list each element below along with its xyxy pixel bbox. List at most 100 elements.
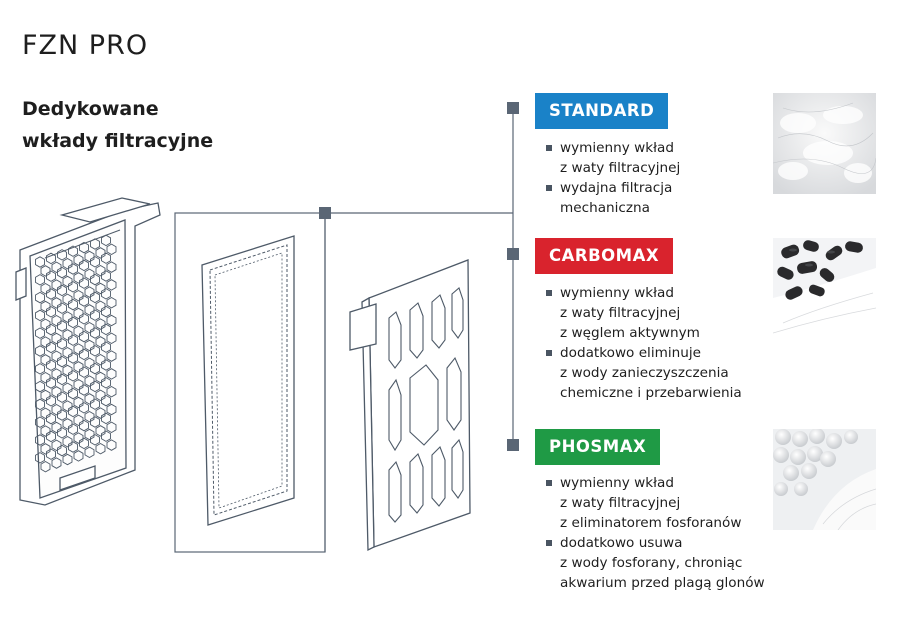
honeycomb-cell bbox=[68, 423, 78, 435]
honeycomb-cell bbox=[106, 350, 117, 362]
honeycomb-cell bbox=[68, 334, 78, 346]
honeycomb-cell bbox=[35, 309, 45, 322]
honeycomb-cell bbox=[95, 371, 106, 384]
honeycomb-cell bbox=[106, 368, 117, 380]
honeycomb-cell bbox=[35, 291, 45, 304]
activated-carbon-photo bbox=[773, 238, 876, 339]
honeycomb-cell bbox=[68, 281, 78, 293]
honeycomb-cell bbox=[35, 380, 45, 393]
honeycomb-cell bbox=[35, 398, 45, 411]
honeycomb-cell bbox=[95, 282, 106, 295]
honeycomb-cell bbox=[40, 460, 51, 473]
honeycomb-cell bbox=[51, 457, 62, 469]
honeycomb-cell bbox=[57, 355, 67, 368]
honeycomb-cell bbox=[46, 412, 56, 425]
honeycomb-cell bbox=[106, 279, 117, 291]
honeycomb-cell bbox=[62, 275, 73, 288]
honeycomb-cell bbox=[95, 318, 106, 330]
honeycomb-cell bbox=[73, 378, 84, 391]
honeycomb-cell bbox=[62, 453, 73, 466]
bullet-line: z waty filtracyjnej bbox=[560, 495, 681, 511]
bullet-line: wymienny wkład bbox=[560, 285, 674, 301]
honeycomb-cell bbox=[84, 339, 95, 352]
honeycomb-cell bbox=[106, 332, 117, 345]
filter-pad-drawing bbox=[201, 235, 295, 526]
honeycomb-cell bbox=[40, 354, 51, 366]
subtitle-line-2: wkłady filtracyjne bbox=[22, 130, 214, 152]
white-filter-wool-photo bbox=[773, 93, 876, 194]
phosmax-bullets: wymienny wkład z waty filtracyjnej z eli… bbox=[546, 473, 765, 593]
bullet-line: z węglem aktywnym bbox=[560, 325, 700, 341]
honeycomb-cell bbox=[57, 444, 67, 457]
honeycomb-cell bbox=[90, 291, 100, 304]
honeycomb-cell bbox=[57, 302, 67, 314]
honeycomb-cell bbox=[35, 327, 45, 339]
bullet-item: wymienny wkład z waty filtracyjnej bbox=[546, 138, 680, 178]
honeycomb-cell bbox=[90, 345, 100, 357]
honeycomb-cell bbox=[73, 272, 84, 284]
connector-nodes bbox=[319, 102, 519, 451]
connector-lines bbox=[174, 108, 514, 553]
honeycomb-cell bbox=[106, 403, 117, 416]
bullet-line: wymienny wkład bbox=[560, 140, 674, 156]
grille-cover-drawing bbox=[349, 259, 471, 552]
honeycomb-cell bbox=[79, 348, 89, 361]
honeycomb-cell bbox=[73, 414, 84, 427]
honeycomb-cell bbox=[68, 298, 78, 311]
honeycomb-cell bbox=[68, 352, 78, 364]
bullet-item: wymienny wkład z waty filtracyjnej z węg… bbox=[546, 283, 742, 343]
honeycomb-cell bbox=[46, 430, 56, 443]
honeycomb-cell bbox=[57, 409, 67, 421]
bullet-line: z waty filtracyjnej bbox=[560, 305, 681, 321]
bullet-item: wymienny wkład z waty filtracyjnej z eli… bbox=[546, 473, 765, 533]
honeycomb-cell bbox=[46, 377, 56, 389]
honeycomb-cell bbox=[51, 297, 62, 309]
honeycomb-cell bbox=[46, 341, 56, 354]
honeycomb-cell bbox=[95, 407, 106, 419]
honeycomb-cell bbox=[68, 316, 78, 329]
bullet-line: mechaniczna bbox=[560, 200, 650, 216]
honeycomb-cell bbox=[101, 288, 111, 300]
honeycomb-cell bbox=[73, 289, 84, 302]
honeycomb-cell bbox=[51, 279, 62, 291]
bullet-line: wymienny wkład bbox=[560, 475, 674, 491]
honeycomb-cell bbox=[57, 320, 67, 332]
honeycomb-cell bbox=[101, 430, 111, 442]
honeycomb-cell bbox=[35, 274, 45, 286]
honeycomb-cell bbox=[95, 442, 106, 455]
phosphate-eliminator-balls-photo bbox=[773, 429, 876, 530]
honeycomb-cell bbox=[84, 410, 95, 423]
honeycomb-cell bbox=[95, 389, 106, 402]
honeycomb-cell bbox=[46, 270, 56, 282]
honeycomb-cell bbox=[68, 387, 78, 400]
honeycomb-cell bbox=[57, 266, 67, 279]
honeycomb-cell bbox=[62, 364, 73, 377]
honeycomb-cell bbox=[40, 282, 51, 295]
honeycomb-cell bbox=[79, 295, 89, 307]
badge-standard: STANDARD bbox=[535, 93, 669, 129]
honeycomb-cell bbox=[79, 402, 89, 414]
honeycomb-cell bbox=[84, 375, 95, 387]
honeycomb-cell bbox=[57, 338, 67, 350]
honeycomb-cell bbox=[101, 394, 111, 407]
honeycomb-cell bbox=[106, 261, 117, 273]
honeycomb-cell bbox=[46, 288, 56, 300]
honeycomb-cell bbox=[57, 427, 67, 439]
honeycomb-cell bbox=[90, 380, 100, 393]
honeycomb-cell bbox=[40, 371, 51, 384]
honeycomb-cell bbox=[46, 323, 56, 336]
honeycomb-cell bbox=[51, 261, 62, 274]
bullet-line: wydajna filtracja bbox=[560, 180, 673, 196]
honeycomb-cell bbox=[95, 300, 106, 313]
bullet-line: z eliminatorem fosforanów bbox=[560, 515, 742, 531]
honeycomb-cell bbox=[62, 435, 73, 448]
subtitle-line-1: Dedykowane bbox=[22, 98, 159, 120]
honeycomb-cell bbox=[79, 259, 89, 272]
honeycomb-cell bbox=[106, 439, 117, 451]
bullet-item: wydajna filtracja mechaniczna bbox=[546, 178, 680, 218]
honeycomb-cell bbox=[68, 263, 78, 275]
honeycomb-cell bbox=[73, 325, 84, 338]
honeycomb-cell bbox=[90, 398, 100, 410]
honeycomb-cell bbox=[73, 254, 84, 266]
